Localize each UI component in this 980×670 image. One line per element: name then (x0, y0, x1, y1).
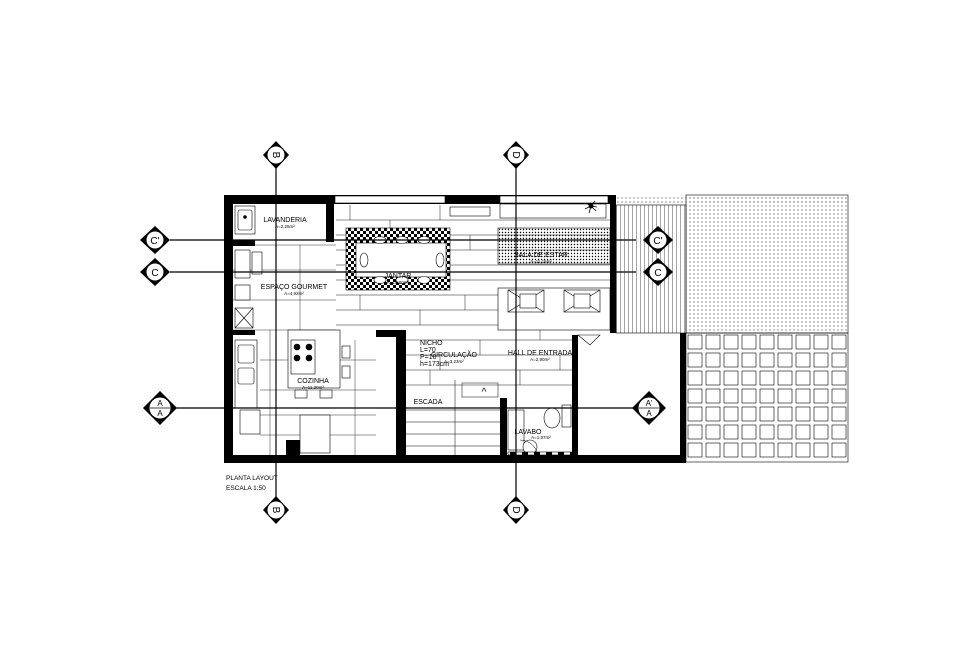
section-marker-b-top: B (263, 141, 289, 169)
stair-treads (406, 380, 500, 455)
section-marker-a-left: A A (143, 391, 177, 425)
section-c-prime-left-label: C' (150, 236, 159, 247)
door-swing-hall (519, 439, 539, 459)
kitchen-furniture (234, 329, 351, 454)
room-jantar-name: JANTAR (385, 273, 412, 280)
drawing-scale: ESCALA 1:50 (226, 485, 266, 492)
section-marker-c-left: C (140, 258, 170, 286)
section-marker-d-top: D (503, 141, 529, 169)
living-furniture (497, 203, 611, 331)
section-d-bottom-label: D (510, 506, 521, 513)
room-estar-name: SALA DE ESTAR (514, 252, 568, 259)
room-gourmet-area: A=4,92m² (284, 291, 304, 296)
stair-direction-arrow: ^ (482, 387, 487, 398)
hall-lavabo-fixtures (507, 334, 601, 456)
stair-label: ESCADA (414, 399, 443, 406)
room-gourmet-name: ESPAÇO GOURMET (261, 284, 328, 291)
room-circulacao-name: CIRCULAÇÃO (431, 350, 477, 359)
section-a-right-bottom-label: A (646, 409, 652, 418)
room-hall-area: A=2,90m² (530, 357, 550, 362)
nicho-length: L=70 (420, 347, 436, 354)
section-a-right-top-label: A' (646, 399, 653, 408)
section-marker-c-prime-left: C' (140, 226, 170, 254)
section-a-left-top-label: A (157, 399, 163, 408)
room-jantar-area: A=10,00m² (387, 280, 410, 285)
nicho-depth: P=10 (420, 354, 437, 361)
garden-dotted-area (612, 194, 849, 334)
section-c-prime-right-label: C' (653, 236, 662, 247)
room-cozinha-name: COZINHA (297, 378, 329, 385)
plant-icon (584, 200, 598, 214)
paving-grid (685, 332, 849, 463)
room-lavabo-area: A=1,97m² (531, 435, 551, 440)
section-a-left-bottom-label: A (157, 409, 163, 418)
section-marker-d-bottom: D (503, 496, 529, 524)
section-marker-c-right: C (643, 258, 673, 286)
nicho-title: NICHO (420, 340, 443, 347)
drawing-title: PLANTA LAYOUT (226, 475, 278, 482)
section-marker-a-right: A' A (632, 391, 666, 425)
room-lavanderia-area: A=2,25m² (275, 224, 295, 229)
room-lavabo-name: LAVABO (515, 429, 543, 436)
dining-furniture (345, 227, 451, 291)
room-lavanderia-name: LAVANDERIA (263, 217, 307, 224)
room-cozinha-area: A=11,20m² (302, 385, 324, 390)
nicho-height: h=173cm (420, 361, 449, 368)
laundry-fixtures (234, 205, 256, 235)
gourmet-furniture (234, 249, 263, 329)
section-marker-c-prime-right: C' (643, 226, 673, 254)
room-estar-area: A=11,15m² (530, 259, 552, 264)
section-c-left-label: C (151, 268, 158, 279)
room-hall-name: HALL DE ENTRADA (508, 350, 573, 357)
section-b-top-label: B (270, 152, 281, 159)
section-lines (170, 166, 636, 498)
section-b-bottom-label: B (270, 507, 281, 514)
section-c-right-label: C (654, 268, 661, 279)
windows (334, 195, 609, 217)
section-marker-b-bottom: B (263, 496, 289, 524)
section-d-top-label: D (510, 151, 521, 158)
room-circulacao-area: A=3,23m² (444, 359, 464, 364)
